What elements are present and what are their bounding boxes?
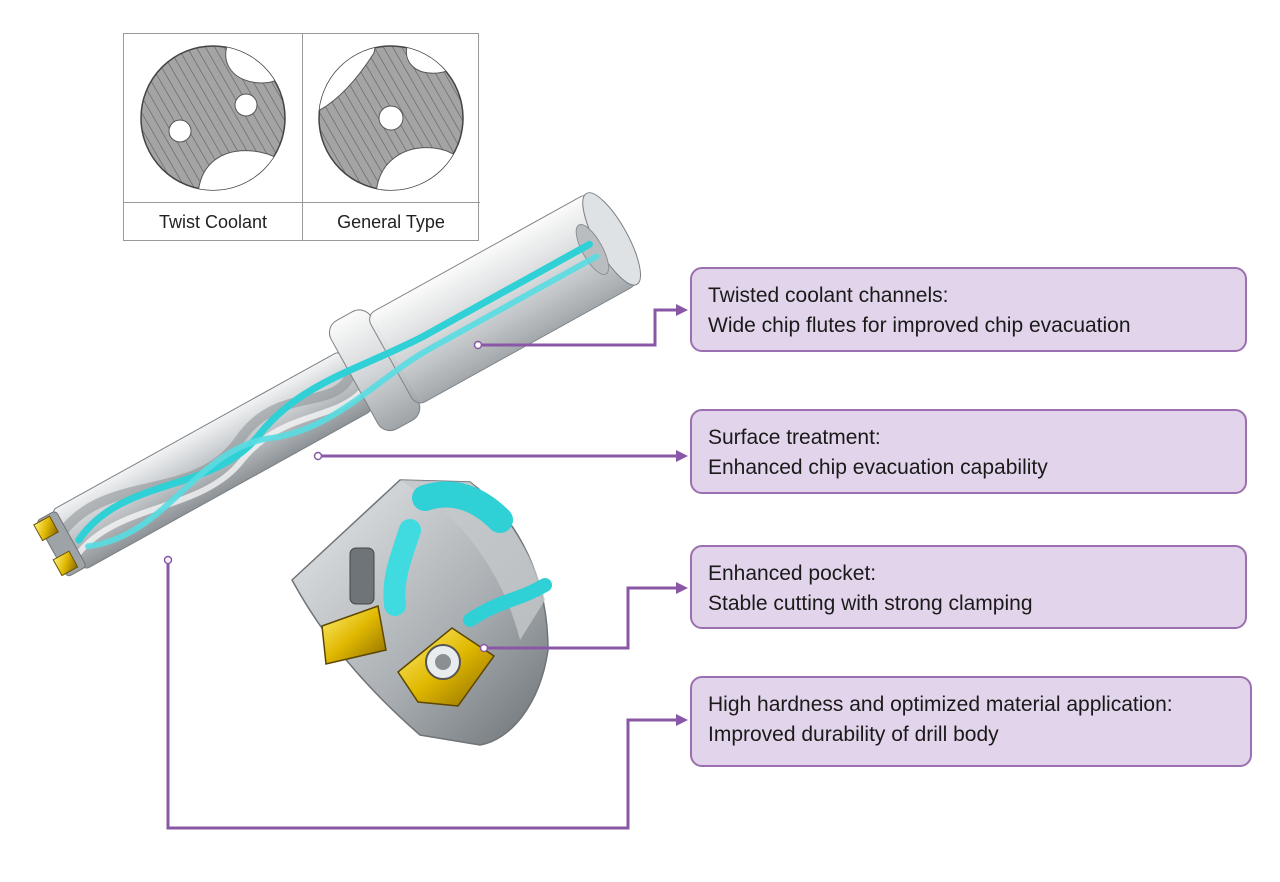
- callout-coolant-channels: Twisted coolant channels: Wide chip flut…: [690, 267, 1247, 352]
- leader-arrow-hardness: [676, 714, 688, 726]
- leader-arrow-surface: [676, 450, 688, 462]
- callout-surface-treatment: Surface treatment: Enhanced chip evacuat…: [690, 409, 1247, 494]
- callout-detail: Stable cutting with strong clamping: [708, 592, 1033, 615]
- callout-title: Surface treatment:: [708, 426, 881, 449]
- leader-line-hardness: [166, 560, 678, 830]
- cross-section-label-twist: Twist Coolant: [124, 202, 302, 241]
- callout-detail: Improved durability of drill body: [708, 723, 999, 746]
- callout-enhanced-pocket: Enhanced pocket: Stable cutting with str…: [690, 545, 1247, 629]
- cross-section-panel: Twist Coolant General Type: [123, 33, 480, 241]
- callout-title: Twisted coolant channels:: [708, 284, 949, 307]
- leader-arrow-pocket: [676, 582, 688, 594]
- leader-line-pocket: [484, 586, 678, 650]
- drill-body-illustration: [33, 192, 641, 577]
- cross-section-label-general: General Type: [302, 202, 480, 241]
- general-type-cross-section-icon: [318, 45, 464, 191]
- cross-section-general-type: General Type: [302, 34, 480, 240]
- cross-section-twist-coolant: Twist Coolant: [124, 34, 303, 240]
- twist-coolant-cross-section-icon: [140, 45, 286, 191]
- callout-detail: Enhanced chip evacuation capability: [708, 456, 1048, 479]
- callout-detail: Wide chip flutes for improved chip evacu…: [708, 314, 1131, 337]
- callout-title: Enhanced pocket:: [708, 562, 877, 585]
- insert-pocket-closeup-illustration: [291, 479, 552, 746]
- callout-title: High hardness and optimized material app…: [708, 693, 1173, 716]
- leader-arrow-coolant: [676, 304, 688, 316]
- callout-high-hardness: High hardness and optimized material app…: [690, 676, 1252, 767]
- leader-line-coolant: [478, 308, 678, 347]
